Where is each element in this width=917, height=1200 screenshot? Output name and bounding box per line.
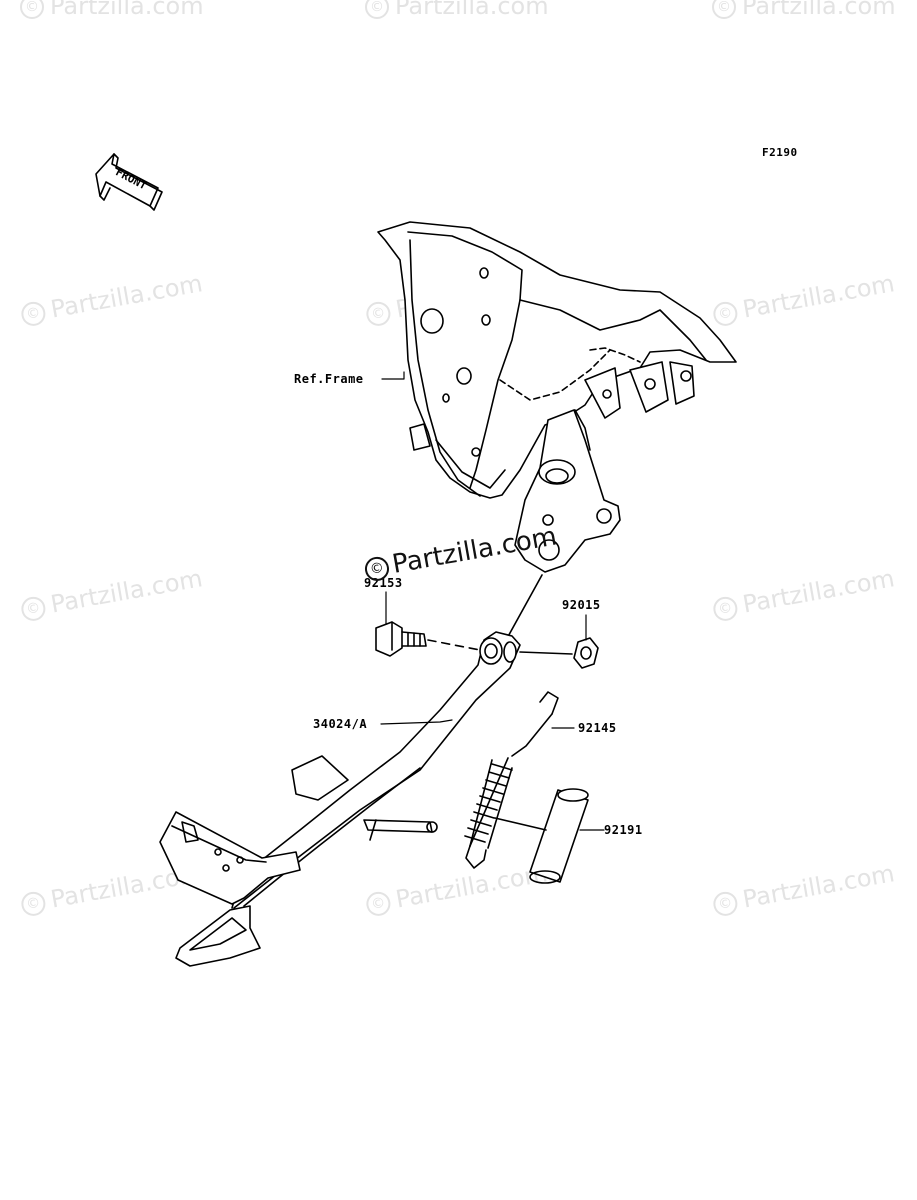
leader-lines bbox=[380, 371, 605, 831]
label-92191: 92191 bbox=[604, 823, 643, 837]
assembly-line bbox=[504, 574, 543, 643]
sleeve-92191 bbox=[494, 788, 589, 884]
label-92015: 92015 bbox=[562, 598, 601, 612]
watermark: ©Partzilla.com bbox=[20, 0, 204, 20]
label-92153: 92153 bbox=[364, 576, 403, 590]
watermark: ©Partzilla.com bbox=[365, 0, 549, 20]
label-92145: 92145 bbox=[578, 721, 617, 735]
bolt-92153 bbox=[375, 621, 481, 657]
ref-frame bbox=[377, 221, 737, 573]
spring-92145 bbox=[464, 691, 559, 869]
watermark: ©Partzilla.com bbox=[712, 0, 896, 20]
label-34024a: 34024/A bbox=[313, 717, 368, 731]
front-arrow-icon: FRONT bbox=[95, 153, 163, 211]
label-ref-frame: Ref.Frame bbox=[294, 372, 364, 386]
nut-92015 bbox=[519, 637, 599, 669]
diagram-code: F2190 bbox=[762, 146, 798, 159]
side-stand-34024a bbox=[159, 631, 521, 967]
